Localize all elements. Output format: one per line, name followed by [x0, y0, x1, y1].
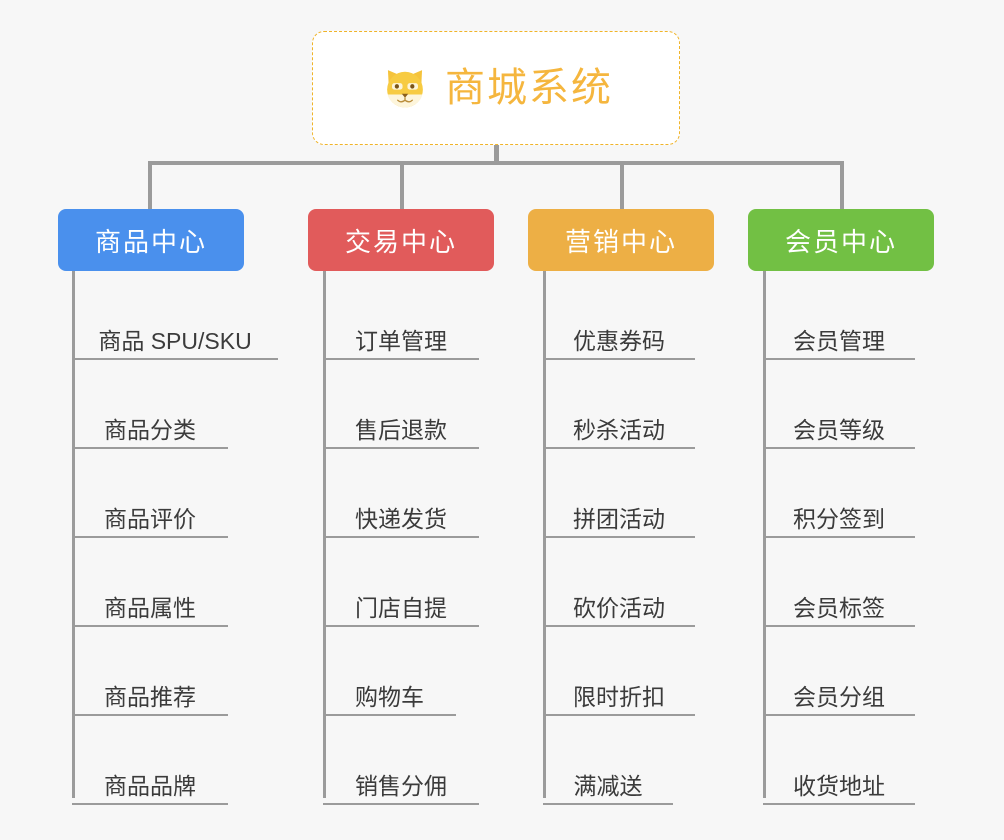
category-box-1[interactable]: 商品中心: [58, 209, 244, 271]
leaf-label: 限时折扣: [573, 683, 665, 710]
leaf-label: 满减送: [573, 772, 643, 799]
leaf-label: 会员等级: [793, 416, 885, 443]
leaf-item[interactable]: 商品 SPU/SKU: [72, 271, 278, 360]
leaf-item[interactable]: 商品属性: [72, 538, 228, 627]
leaf-item[interactable]: 优惠券码: [543, 271, 695, 360]
leaf-item[interactable]: 会员标签: [763, 538, 915, 627]
category-label-3: 营销中心: [564, 226, 677, 257]
category-box-3[interactable]: 营销中心: [528, 209, 714, 271]
leaf-item[interactable]: 商品推荐: [72, 627, 228, 716]
leaf-item[interactable]: 商品评价: [72, 449, 228, 538]
leaf-label: 会员管理: [793, 327, 885, 354]
leaf-label: 砍价活动: [573, 594, 665, 621]
category-box-2[interactable]: 交易中心: [308, 209, 494, 271]
leaf-label: 收货地址: [793, 772, 885, 799]
connector-drop-1: [148, 161, 152, 209]
category-box-4[interactable]: 会员中心: [748, 209, 934, 271]
branch-trunk-3: [543, 271, 546, 798]
branch-trunk-4: [763, 271, 766, 798]
leaf-label: 售后退款: [355, 416, 447, 443]
category-label-4: 会员中心: [784, 226, 897, 257]
leaf-label: 购物车: [355, 683, 424, 710]
leaf-label: 商品评价: [104, 505, 196, 532]
category-label-1: 商品中心: [94, 226, 207, 257]
leaf-item[interactable]: 销售分佣: [323, 716, 479, 805]
leaf-item[interactable]: 拼团活动: [543, 449, 695, 538]
connector-horizontal-bus: [148, 161, 844, 165]
branch-trunk-1: [72, 271, 75, 798]
leaf-label: 优惠券码: [573, 327, 665, 354]
root-title: 商城系统: [445, 66, 613, 110]
leaf-label: 商品品牌: [104, 772, 196, 799]
leaf-item[interactable]: 订单管理: [323, 271, 479, 360]
leaf-item[interactable]: 会员分组: [763, 627, 915, 716]
leaf-item[interactable]: 会员等级: [763, 360, 915, 449]
leaf-label: 拼团活动: [573, 505, 665, 532]
leaf-item[interactable]: 商品分类: [72, 360, 228, 449]
leaf-label: 积分签到: [793, 505, 885, 532]
leaf-item[interactable]: 商品品牌: [72, 716, 228, 805]
connector-drop-2: [400, 161, 404, 209]
leaf-label: 快递发货: [355, 505, 447, 532]
leaf-item[interactable]: 满减送: [543, 716, 673, 805]
leaf-item[interactable]: 售后退款: [323, 360, 479, 449]
connector-root-stem: [494, 145, 499, 164]
branch-trunk-2: [323, 271, 326, 798]
leaf-label: 会员分组: [793, 683, 885, 710]
leaf-label: 商品分类: [104, 416, 196, 443]
connector-drop-3: [620, 161, 624, 209]
leaf-label: 会员标签: [793, 594, 885, 621]
leaf-label: 销售分佣: [355, 772, 447, 799]
leaf-item[interactable]: 秒杀活动: [543, 360, 695, 449]
leaf-item[interactable]: 门店自提: [323, 538, 479, 627]
leaf-item[interactable]: 会员管理: [763, 271, 915, 360]
leaf-item[interactable]: 快递发货: [323, 449, 479, 538]
shiba-dog-face-icon: [379, 62, 431, 114]
category-label-2: 交易中心: [344, 226, 457, 257]
leaf-label: 商品 SPU/SKU: [98, 327, 252, 354]
connector-drop-4: [840, 161, 844, 209]
leaf-label: 商品推荐: [104, 683, 196, 710]
leaf-label: 秒杀活动: [573, 416, 665, 443]
leaf-item[interactable]: 限时折扣: [543, 627, 695, 716]
leaf-label: 商品属性: [104, 594, 196, 621]
leaf-item[interactable]: 购物车: [323, 627, 456, 716]
root-node[interactable]: 商城系统: [312, 31, 680, 145]
leaf-label: 订单管理: [355, 327, 447, 354]
leaf-item[interactable]: 积分签到: [763, 449, 915, 538]
leaf-item[interactable]: 收货地址: [763, 716, 915, 805]
leaf-item[interactable]: 砍价活动: [543, 538, 695, 627]
leaf-label: 门店自提: [355, 594, 447, 621]
